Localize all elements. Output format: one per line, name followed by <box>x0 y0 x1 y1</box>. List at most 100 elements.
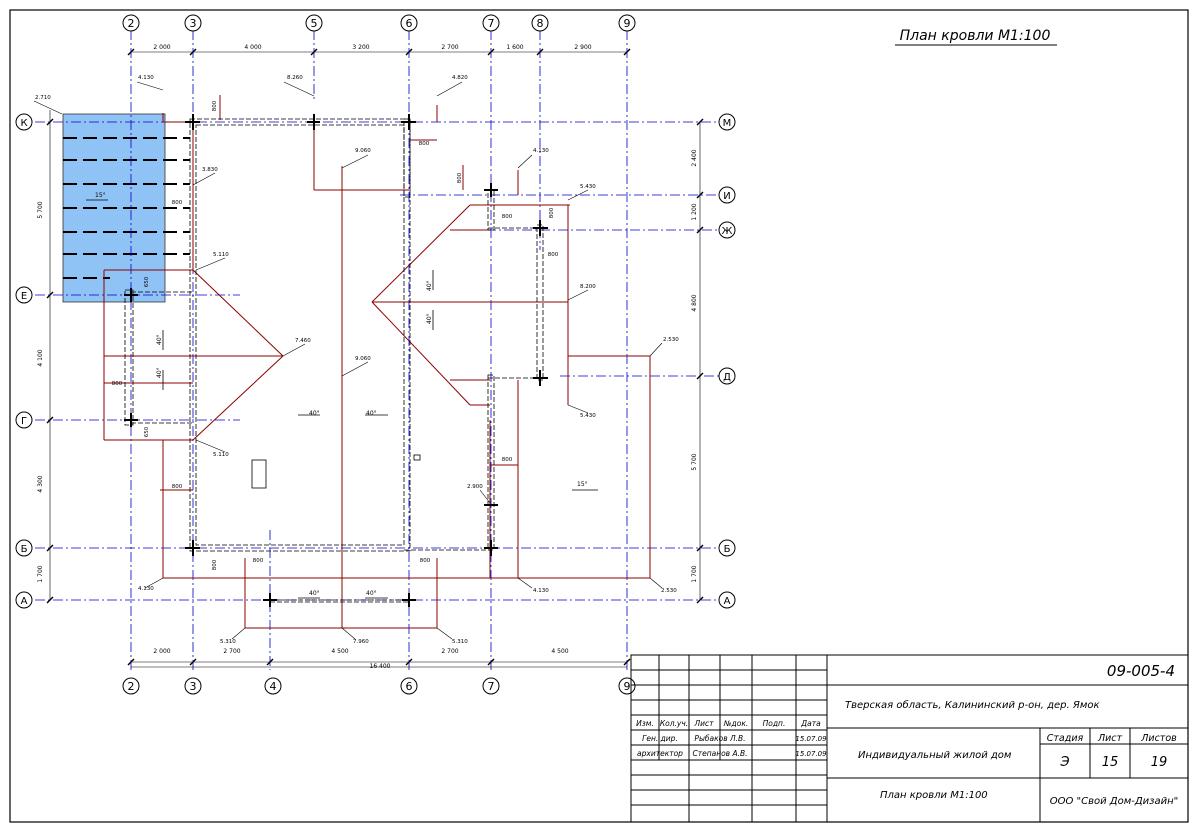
sheet-header: Лист <box>1097 733 1123 744</box>
axis-label: 9 <box>624 17 631 30</box>
elev-mark: 5.310 <box>220 639 236 645</box>
elev-mark: 7.960 <box>353 639 369 645</box>
inner-dim: 800 <box>502 214 513 220</box>
col-date: Дата <box>800 719 821 728</box>
slope-label: 40° <box>156 367 163 378</box>
slope-label: 15° <box>577 481 588 488</box>
inner-dim: 800 <box>457 172 463 183</box>
slope-label: 40° <box>309 590 320 597</box>
elevation-marks: 2.710 4.130 8.260 4.820 9.060 4.130 5.43… <box>35 75 679 645</box>
elevation-leaders <box>33 81 663 640</box>
dimension-lines <box>49 51 701 668</box>
elev-mark: 4.130 <box>533 148 549 154</box>
axis-label: И <box>723 191 730 202</box>
object-name: Индивидуальный жилой дом <box>858 750 1012 761</box>
slope-label: 40° <box>366 590 377 597</box>
inner-dim: 800 <box>502 457 513 463</box>
elev-mark: 5.310 <box>452 639 468 645</box>
elev-mark: 5.110 <box>213 452 229 458</box>
shaded-area-lines <box>63 137 190 279</box>
axis-label: 6 <box>406 680 413 693</box>
elev-mark: 3.830 <box>202 167 218 173</box>
chimney <box>251 459 267 489</box>
elev-mark: 8.200 <box>580 284 596 290</box>
dim-top-4: 2 700 <box>441 44 458 51</box>
inner-dimension-texts: 800 800 800 800 800 800 800 800 800 800 … <box>112 100 559 570</box>
elev-mark: 5.430 <box>580 184 596 190</box>
axis-label: 7 <box>488 680 495 693</box>
elev-mark: 4.130 <box>138 586 154 592</box>
elev-mark: 2.530 <box>661 588 677 594</box>
axis-labels-top: 2 3 5 6 7 8 9 <box>128 17 631 30</box>
axis-label: А <box>724 596 731 607</box>
staff-date-2: 15.07.09 <box>795 750 827 758</box>
inner-dim: 800 <box>172 484 183 490</box>
dim-right-5: 1 700 <box>691 565 698 582</box>
axis-label: 9 <box>624 680 631 693</box>
dim-right-2: 1 200 <box>691 203 698 220</box>
dim-bottom-4: 2 700 <box>441 648 458 655</box>
drawing-name: План кровли М1:100 <box>880 790 988 801</box>
inner-dim: 800 <box>212 559 218 570</box>
axis-labels-bottom: 2 3 4 6 7 9 <box>128 680 631 693</box>
sheet-title: План кровли М1:100 <box>900 28 1051 44</box>
dim-bottom-3: 4 500 <box>331 648 348 655</box>
elev-mark: 9.060 <box>355 148 371 154</box>
slope-labels: 15° 40° 40° 40° 40° 40° 40° 15° 40° 40° <box>95 192 588 597</box>
sheet-number: 15 <box>1102 755 1119 770</box>
axis-label: А <box>21 596 28 607</box>
dim-right-3: 4 800 <box>691 294 698 311</box>
slope-label: 40° <box>156 334 163 345</box>
axis-label: Б <box>21 544 28 555</box>
dim-top-2: 4 000 <box>244 44 261 51</box>
elev-mark: 2.530 <box>663 337 679 343</box>
axis-label: 7 <box>488 17 495 30</box>
inner-dim: 650 <box>144 426 150 437</box>
dim-bottom-5: 4 500 <box>551 648 568 655</box>
axis-label: М <box>723 118 732 129</box>
elev-mark: 2.900 <box>467 484 483 490</box>
axis-label: 2 <box>128 17 135 30</box>
axis-labels-right: М И Ж Д Б А <box>722 118 733 607</box>
elev-mark: 7.460 <box>295 338 311 344</box>
staff-name-2: Степанов А.В. <box>692 749 747 758</box>
slope-label: 40° <box>426 313 433 324</box>
dim-left-1: 5 700 <box>37 201 44 218</box>
elev-mark: 4.130 <box>533 588 549 594</box>
slope-label: 40° <box>366 410 377 417</box>
sheets-total: 19 <box>1151 755 1168 770</box>
axis-labels-left: К Е Г Б А <box>20 118 27 607</box>
dim-top-1: 2 000 <box>153 44 170 51</box>
stage-header: Стадия <box>1047 733 1084 744</box>
axis-label: Е <box>21 291 27 302</box>
axis-label: Г <box>21 416 27 427</box>
dimension-texts: 2 000 4 000 3 200 2 700 1 600 2 900 2 00… <box>153 44 591 670</box>
dim-top-5: 1 600 <box>506 44 523 51</box>
staff-name-1: Рыбаков Л.В. <box>694 734 745 743</box>
inner-dim: 800 <box>548 252 559 258</box>
elev-mark: 9.060 <box>355 356 371 362</box>
dim-left-2: 4 100 <box>37 349 44 366</box>
col-list: Лист <box>693 719 714 728</box>
axis-label: Б <box>724 544 731 555</box>
elev-mark: 4.820 <box>452 75 468 81</box>
vent <box>413 454 421 461</box>
column-crosses <box>124 114 548 607</box>
dimension-ticks <box>46 48 704 666</box>
elev-mark: 4.130 <box>138 75 154 81</box>
roof-lines <box>103 95 651 629</box>
col-doc: №док. <box>723 719 749 728</box>
inner-dim: 800 <box>253 558 264 564</box>
project-address: Тверская область, Калининский р-он, дер.… <box>845 699 1100 711</box>
axis-bubbles-bottom <box>122 677 636 695</box>
sheet-frame <box>9 9 1189 823</box>
slope-label: 40° <box>426 280 433 291</box>
axis-bubbles-top <box>122 14 636 32</box>
title-block-texts: 09-005-4 Тверская область, Калининский р… <box>636 662 1178 807</box>
axis-label: Д <box>723 372 731 383</box>
dim-top-6: 2 900 <box>574 44 591 51</box>
inner-dim: 800 <box>420 558 431 564</box>
elev-mark: 2.710 <box>35 95 51 101</box>
